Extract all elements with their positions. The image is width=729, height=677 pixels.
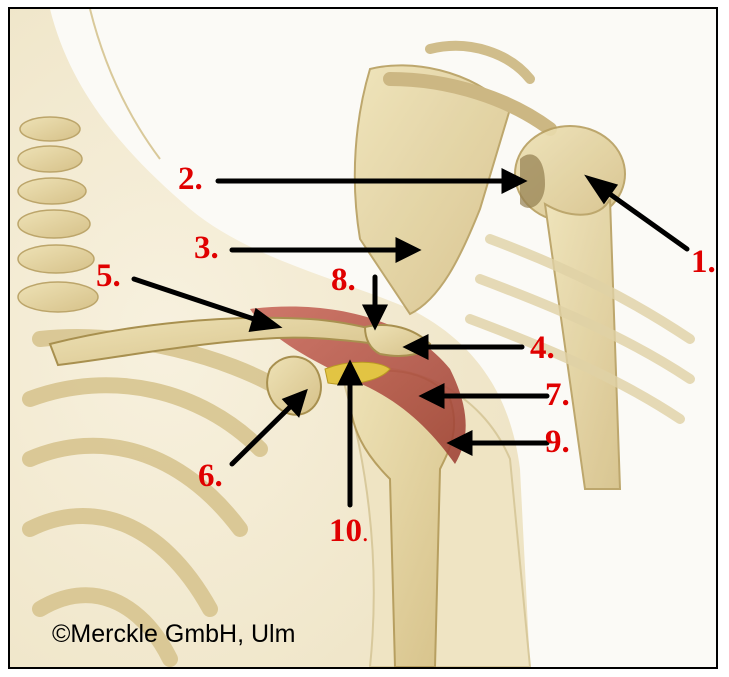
label-1: 1. xyxy=(691,246,716,279)
label-10: 10. xyxy=(329,515,369,548)
arrow-1 xyxy=(600,187,687,249)
humerus-back-view xyxy=(515,126,625,489)
label-10-dot: . xyxy=(362,518,369,547)
label-4: 4. xyxy=(530,332,555,365)
shoulder-anatomy-illustration xyxy=(10,9,716,667)
label-3: 3. xyxy=(194,232,219,265)
label-5: 5. xyxy=(96,260,121,293)
label-7: 7. xyxy=(545,379,570,412)
label-10-number: 10 xyxy=(329,513,362,549)
label-8: 8. xyxy=(331,264,356,297)
diagram-border xyxy=(8,7,718,669)
copyright-notice: ©Merckle GmbH, Ulm xyxy=(52,620,295,649)
label-9: 9. xyxy=(545,426,570,459)
label-6: 6. xyxy=(198,460,223,493)
label-2: 2. xyxy=(178,163,203,196)
